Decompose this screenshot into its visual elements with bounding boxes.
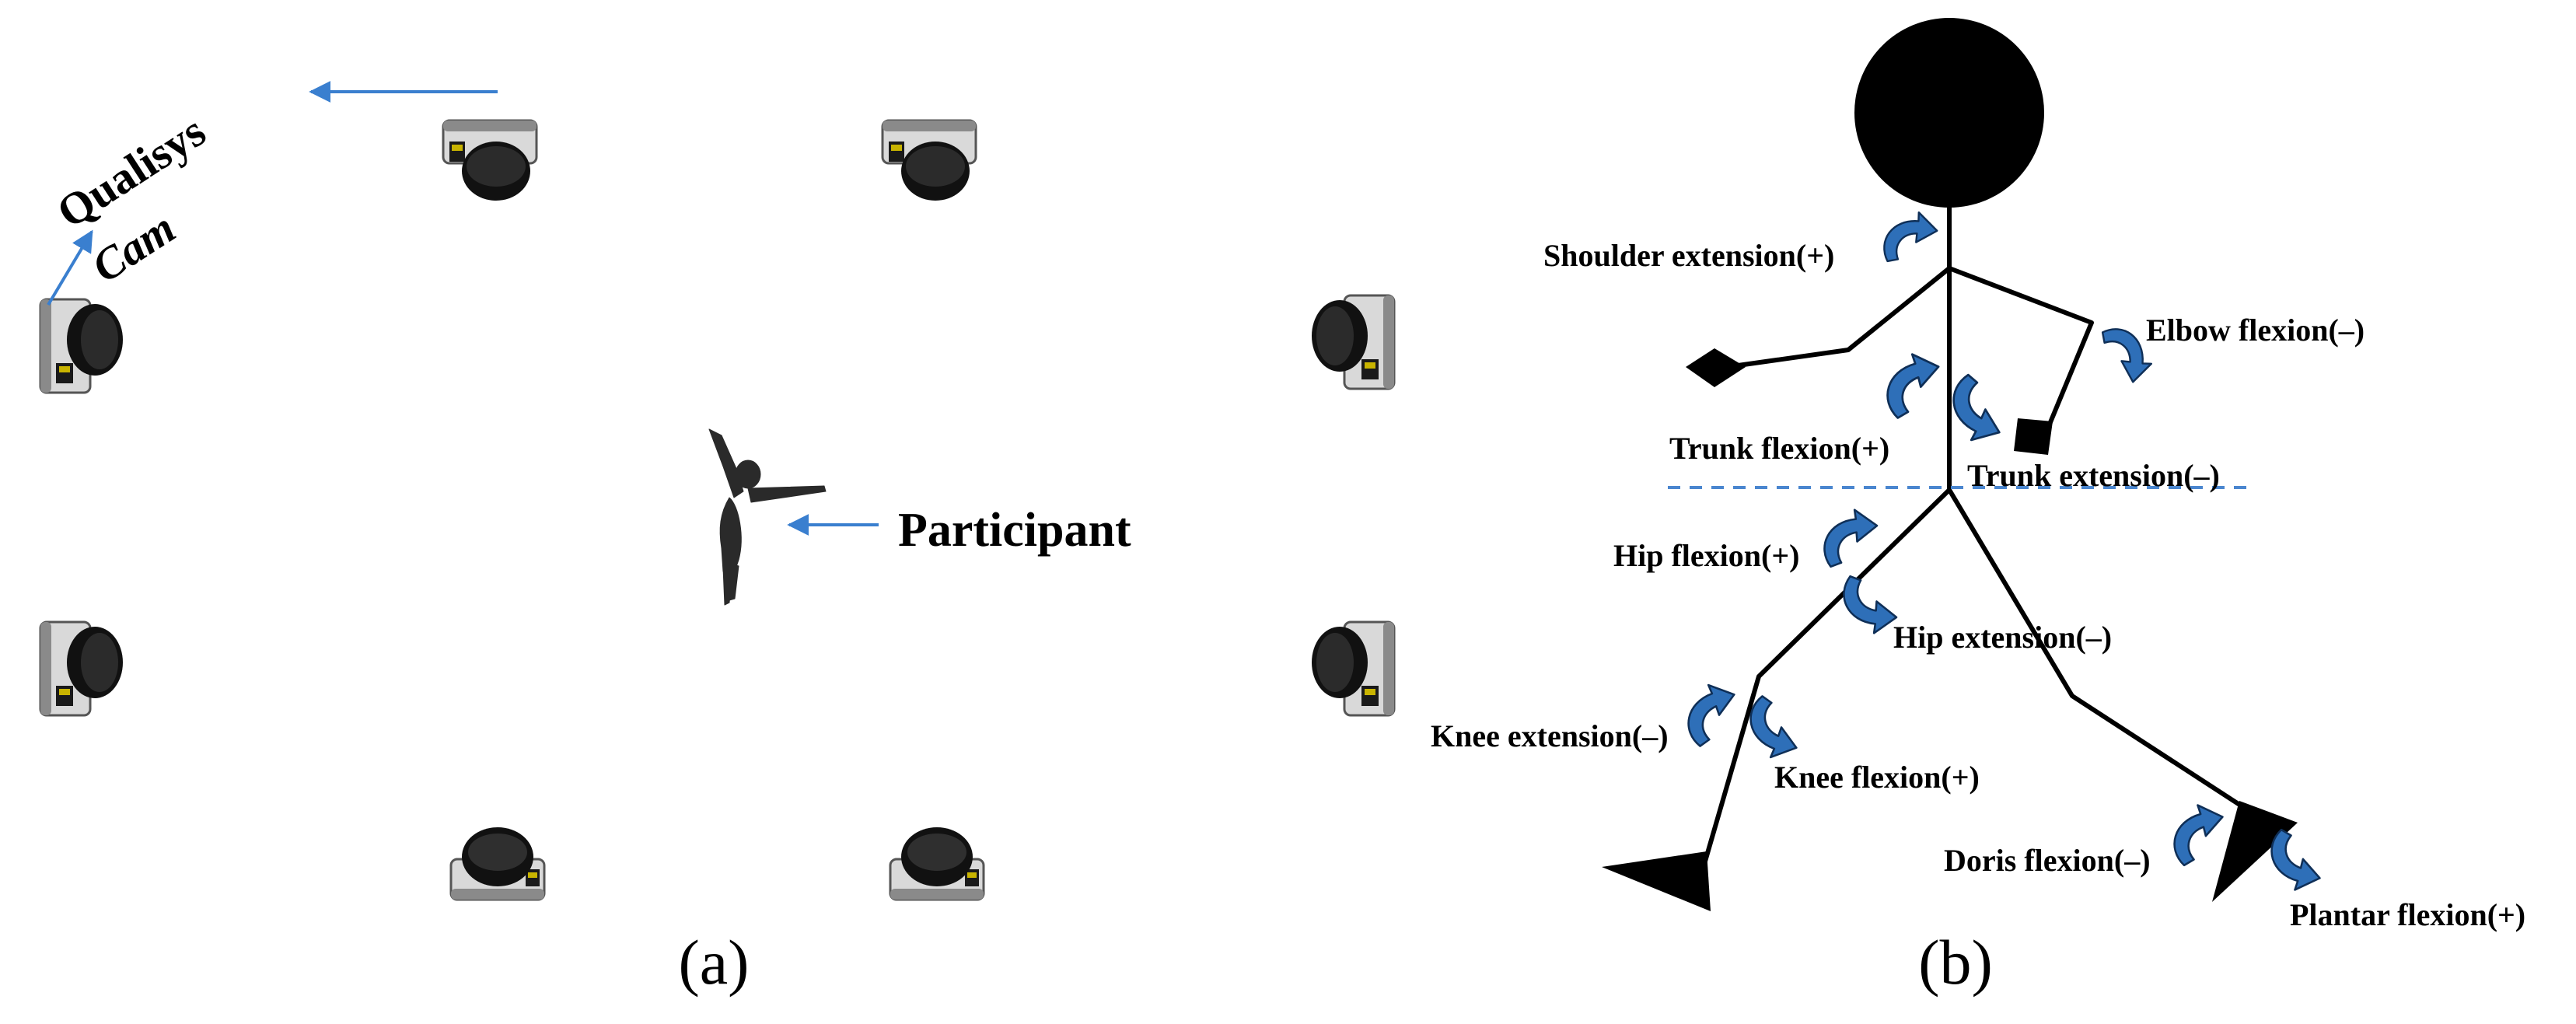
panel-a-caption: (a) — [678, 927, 749, 998]
camera-icon — [1310, 620, 1396, 717]
rotation-arrow-icon — [1678, 678, 1746, 749]
rotation-arrow-icon — [1823, 509, 1879, 568]
right-foot — [2212, 801, 2298, 902]
left-hand — [1686, 348, 1746, 387]
rotation-arrow-icon — [2167, 800, 2231, 868]
camera-icon — [449, 826, 546, 901]
panel-a: Qualisys Cam Participant (a) — [39, 81, 1396, 998]
right-hand — [2014, 418, 2053, 455]
rotation-arrow-icon — [1940, 371, 2015, 449]
left-foot — [1602, 851, 1711, 911]
camera-icon — [881, 119, 977, 202]
hip-flexion-label: Hip flexion(+) — [1613, 538, 1799, 573]
trunk-flexion-label: Trunk flexion(+) — [1669, 431, 1889, 466]
participant-label: Participant — [898, 504, 1131, 557]
shoulder-extension-label: Shoulder extension(+) — [1543, 238, 1834, 273]
trunk-extension-label: Trunk extension(–) — [1967, 458, 2220, 493]
stick-figure — [1700, 204, 2246, 872]
rotation-arrow-icon — [1843, 575, 1898, 634]
rotation-arrow-icon — [2264, 827, 2328, 895]
panel-b: Shoulder extension(+) Elbow flexion(–) T… — [1431, 18, 2525, 998]
rotation-arrow-icon — [1879, 348, 1948, 421]
camera-icon — [39, 620, 124, 717]
head — [1854, 18, 2044, 208]
camera-icon — [1310, 294, 1396, 390]
camera-icon — [889, 826, 985, 901]
knee-extension-label: Knee extension(–) — [1431, 718, 1669, 753]
camera-icon — [39, 298, 124, 394]
hip-extension-label: Hip extension(–) — [1893, 620, 2112, 655]
elbow-flexion-label: Elbow flexion(–) — [2146, 313, 2365, 348]
knee-flexion-label: Knee flexion(+) — [1774, 760, 1980, 795]
camera-label-arrow — [47, 229, 93, 306]
doris-flexion-label: Doris flexion(–) — [1944, 843, 2151, 878]
dancer-silhouette-icon — [708, 428, 827, 606]
plantar-flexion-label: Plantar flexion(+) — [2290, 897, 2525, 932]
rotation-arrow-icon — [1880, 206, 1941, 270]
camera-icon — [442, 119, 538, 202]
panel-b-caption: (b) — [1918, 927, 1993, 998]
